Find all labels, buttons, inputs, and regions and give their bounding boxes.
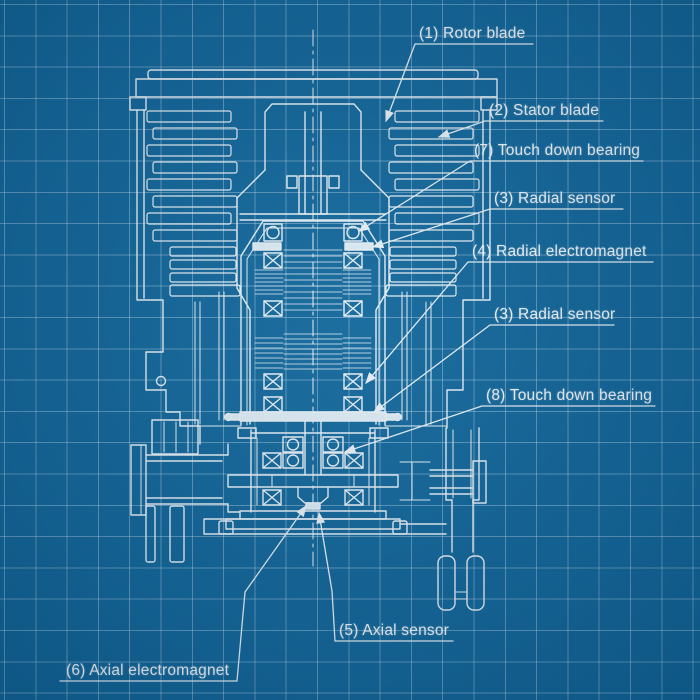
- right-port-and-leg: [399, 427, 487, 611]
- axial-bearing-unit: [203, 420, 447, 535]
- callout-stator-blade: (2) Stator blade: [489, 102, 600, 119]
- radial-electromagnet-upper: [254, 249, 372, 317]
- radial-electromagnet-lower: [254, 333, 372, 413]
- radial-sensor-upper: [252, 242, 374, 251]
- base-plates: [203, 510, 447, 535]
- callout-radial-electromagnet: (4) Radial electromagnet: [472, 243, 647, 260]
- callout-radial-sensor-upper: (3) Radial sensor: [494, 190, 616, 207]
- callout-axial-sensor: (5) Axial sensor: [339, 622, 450, 639]
- radial-sensor-lower: [224, 411, 402, 422]
- axial-sensor: [305, 502, 321, 510]
- callout-rotor-blade: (1) Rotor blade: [419, 25, 526, 42]
- leader-lines: [59, 43, 656, 682]
- callout-axial-electromagnet: (6) Axial electromagnet: [66, 662, 230, 679]
- left-port-flange: [130, 419, 241, 563]
- motor-cartridge: [224, 213, 402, 426]
- blade-stack-right: [385, 110, 480, 297]
- callout-radial-sensor-lower: (3) Radial sensor: [494, 306, 616, 323]
- callout-touch-down-bearing-top: (7) Touch down bearing: [474, 142, 641, 159]
- blade-stack-left: [146, 110, 241, 297]
- callout-touch-down-bearing-bottom: (8) Touch down bearing: [486, 387, 653, 404]
- rotor-bell: [179, 103, 448, 427]
